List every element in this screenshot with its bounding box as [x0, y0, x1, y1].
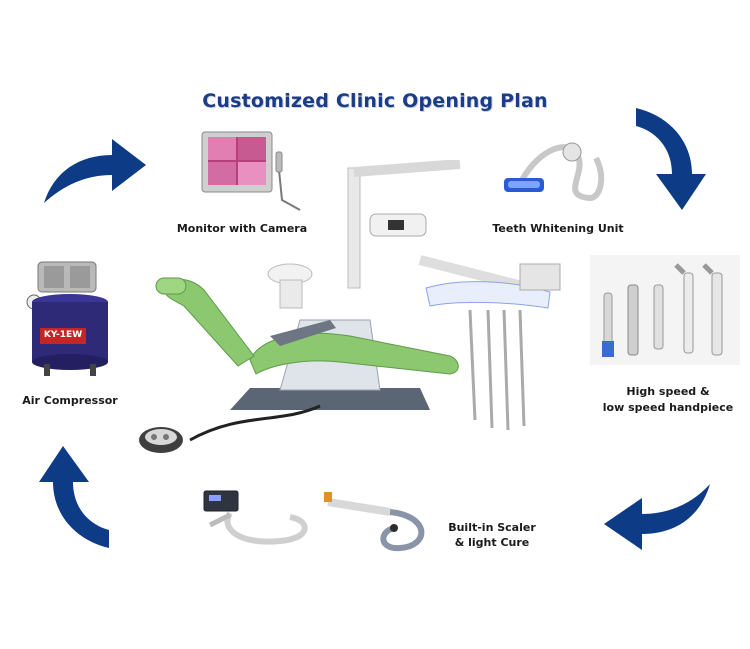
monitor-icon: [201, 131, 301, 211]
whitening-lamp-icon: [504, 142, 605, 202]
page-title: Customized Clinic Opening Plan: [202, 90, 548, 112]
foot-pedal-icon: [139, 427, 183, 453]
handpiece-label-line1: High speed &: [626, 385, 710, 398]
compressor-brand-text: KY-1EW: [43, 330, 83, 340]
handpiece-label-line2: low speed handpiece: [602, 401, 734, 414]
curved-arrow-icon-bottom-left: [39, 446, 109, 548]
curved-arrow-icon-top-right: [636, 108, 706, 210]
air-compressor-icon: [26, 261, 108, 376]
handpiece-icon: [590, 255, 740, 365]
scaler-label-line2: & light Cure: [454, 536, 530, 549]
monitor-label: Monitor with Camera: [176, 222, 308, 235]
dental-chair-icon: [155, 160, 561, 442]
scaler-label-line1: Built-in Scaler: [448, 521, 536, 534]
compressor-label: Air Compressor: [22, 394, 118, 407]
whitening-label: Teeth Whitening Unit: [492, 222, 624, 235]
light-cure-icon: [324, 492, 425, 552]
curved-arrow-icon-bottom-right: [604, 484, 710, 550]
curved-arrow-icon-top-left: [44, 139, 146, 203]
scaler-icon: [203, 490, 308, 545]
